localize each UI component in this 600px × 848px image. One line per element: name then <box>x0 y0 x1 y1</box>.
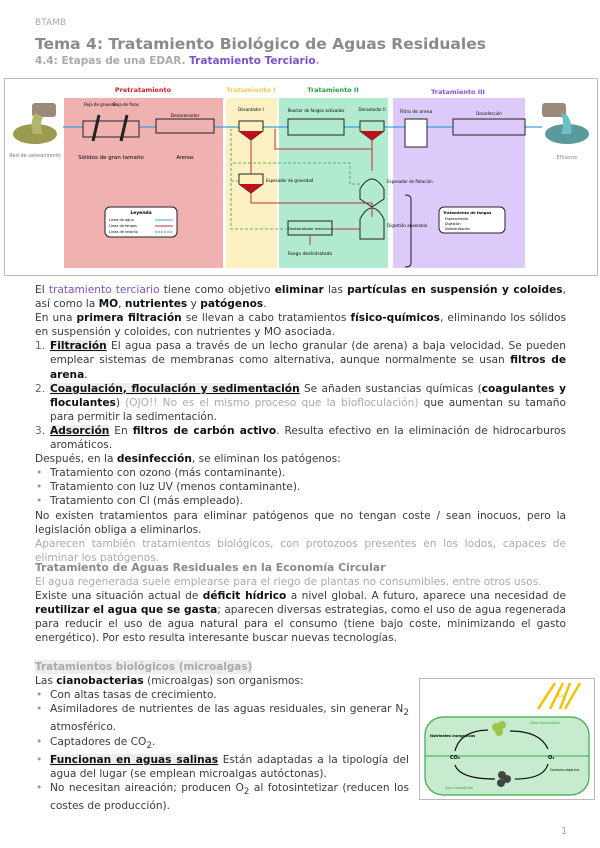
sludge-treatment-title: Tratamiento de fangos <box>443 210 492 215</box>
page-subtitle: 4.4: Etapas de una EDAR. Tratamiento Ter… <box>35 55 320 67</box>
effluent-pipe-icon <box>542 103 589 144</box>
list-item: No necesitan aireación; producen O2 al f… <box>36 781 409 813</box>
list-item: Tratamiento con luz UV (menos contaminan… <box>36 480 566 494</box>
legend-sludge: Línea de fangos <box>109 224 137 228</box>
coarse-screen-label: Reja de gruesos <box>84 102 116 107</box>
sludge-treatment-box <box>438 206 506 234</box>
flotation-thickener-label: Espesador de flotación <box>387 179 433 184</box>
sludge-line <box>250 129 373 245</box>
list-item: Con altas tasas de crecimiento. <box>36 688 409 702</box>
page-number: 1 <box>561 826 568 837</box>
gravity-thickener-label: Espesador de gravedad <box>266 178 314 183</box>
zone-label-pretreatment: Pretratamiento <box>115 86 172 94</box>
activated-sludge-reactor <box>287 118 345 136</box>
zone-label-t3: Tratamiento III <box>431 88 485 96</box>
list-item: 1.Filtración El agua pasa a través de un… <box>35 340 567 381</box>
return-line <box>230 129 360 230</box>
grit-chamber <box>155 118 215 134</box>
source-label: Red de saneamiento <box>9 153 60 159</box>
dewatered-sludge-label: Fango deshidratado <box>288 251 333 257</box>
legend-water: Línea de agua <box>109 218 134 222</box>
disinfection-list: Tratamiento con ozono (más contaminante)… <box>36 466 566 508</box>
legend-title: Leyenda <box>130 210 151 216</box>
sand-filter-label: Filtro de arena <box>400 109 433 115</box>
list-item: Tratamiento con Cl (más empleado). <box>36 494 566 508</box>
microalgae-icon <box>492 721 506 736</box>
deficit-paragraph: Existe una situación actual de déficit h… <box>35 590 566 645</box>
list-item: 3.Adsorción En filtros de carbón activo.… <box>35 424 566 452</box>
sludge-item: Digestión <box>445 222 461 226</box>
filtration-paragraph: En una primera filtración se llevan a ca… <box>35 312 566 339</box>
page-title: Tema 4: Tratamiento Biológico de Aguas R… <box>35 35 486 53</box>
sunlight-icon <box>536 682 582 710</box>
light-label: Luz <box>558 693 566 699</box>
legend-box <box>104 206 178 238</box>
sand-label: Arenas <box>176 155 194 161</box>
zone-top-label: Zona fotosintética <box>530 721 560 725</box>
solids-label: Sólidos de gran tamaño <box>78 154 144 161</box>
circular-section: Tratamiento de Aguas Residuales en la Ec… <box>35 561 566 646</box>
legend-return: Línea de retorno <box>109 230 138 234</box>
disinfection-paragraph: Después, en la desinfección, se eliminan… <box>35 453 341 466</box>
list-item: 2.Coagulación, floculación y sedimentaci… <box>35 382 566 423</box>
flotation-thickener <box>359 178 385 208</box>
fine-screen-label: Reja de finos <box>113 102 139 107</box>
primary-clarifier-label: Decantador I <box>238 107 264 112</box>
section-heading: Tratamiento de Aguas Residuales en la Ec… <box>35 561 386 574</box>
anaerobic-digester <box>359 207 385 240</box>
main-text: El tratamiento terciario tiene como obje… <box>35 283 566 565</box>
sand-filter <box>404 118 428 148</box>
sludge-item: Espesamiento <box>445 217 468 221</box>
list-item: Captadores de CO2. <box>36 735 409 753</box>
zone-label-t1: Tratamiento I <box>226 86 275 94</box>
cyanobacteria-paragraph: Las cianobacterias (microalgas) son orga… <box>35 675 304 688</box>
effluent-label: Efluente <box>557 155 578 161</box>
microalgae-section: Tratamientos biológicos (microalgas) Las… <box>35 660 409 813</box>
co2-label: CO₂ <box>450 755 460 761</box>
list-item: Asimiladores de nutrientes de las aguas … <box>36 702 409 734</box>
subtitle-suffix: . <box>315 55 320 67</box>
reactor-label: Reactor de fangos activados <box>288 108 345 113</box>
subsection-heading: Tratamientos biológicos (microalgas) <box>35 660 253 675</box>
secondary-clarifier-label: Decantador II <box>358 107 385 112</box>
list-item: Funcionan en aguas salinas Están adaptad… <box>36 753 409 781</box>
sludge-item: Deshidratación <box>445 227 470 231</box>
course-label: BTAMB <box>35 18 67 28</box>
screen-box <box>82 120 140 138</box>
reuse-paragraph: El agua regenerada suele emplearse para … <box>35 576 542 589</box>
nutrients-label: Nutrientes inorgánicos <box>430 734 475 738</box>
microalgae-list: Con altas tasas de crecimiento. Asimilad… <box>36 688 409 813</box>
list-item: Tratamiento con ozono (más contaminante)… <box>36 466 566 480</box>
microalgae-cycle-figure: Luz Zona fotosintética Zona heterótrofa … <box>419 678 595 800</box>
sewer-pipe-icon <box>13 103 57 144</box>
legislation-paragraph: No existen tratamientos para eliminar pa… <box>35 509 566 536</box>
subtitle-highlight: Tratamiento Terciario <box>189 55 316 67</box>
biomass-icon <box>497 771 511 787</box>
disinfection-unit <box>452 118 526 136</box>
o2-label: O₂ <box>548 755 554 761</box>
zone-bottom-label: Zona heterótrofa <box>445 786 473 790</box>
dewatering-label: Deshidratador mecánico <box>288 227 332 231</box>
zone-label-t2: Tratamiento II <box>307 86 359 94</box>
intro-paragraph: El tratamiento terciario tiene como obje… <box>35 284 566 311</box>
edar-diagram: Pretratamiento Tratamiento I Tratamiento… <box>4 78 598 276</box>
steps-list: 1.Filtración El agua pasa a través de un… <box>35 339 567 452</box>
protozoa-paragraph: Aparecen también tratamientos biológicos… <box>35 537 566 564</box>
digester-label: Digestión anaerobia <box>387 223 428 228</box>
grit-chamber-label: Desarenador <box>171 113 200 119</box>
organic-carbon-label: Carbono orgánico <box>550 768 579 772</box>
subtitle-prefix: 4.4: Etapas de una EDAR. <box>35 55 186 67</box>
disinfection-label: Desinfección <box>476 111 502 116</box>
